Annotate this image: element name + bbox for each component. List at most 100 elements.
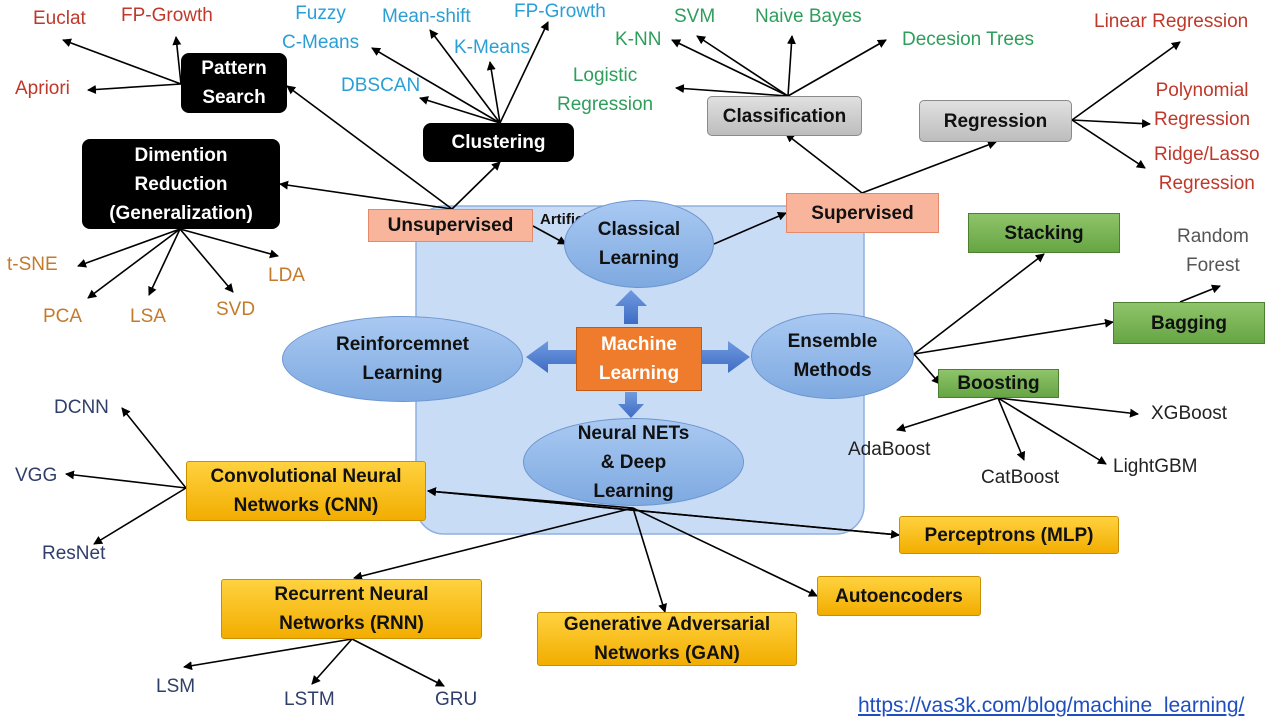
class-item-svm: SVM — [674, 6, 716, 27]
edge-dim-svd — [179, 228, 234, 293]
edge-unsupervised-pattern — [286, 85, 453, 210]
edge-class-svm — [696, 35, 789, 97]
edge-dim-lsa — [148, 228, 181, 296]
edge-rnn-lsm — [183, 638, 353, 671]
dim-item-tsne: t-SNE — [7, 254, 58, 275]
block-arrow-left — [526, 341, 576, 373]
edge-classical-unsupervised — [532, 225, 567, 245]
cluster-item-fp-growth: FP-Growth — [514, 1, 606, 22]
mlp-node[interactable]: Perceptrons (MLP) — [899, 516, 1119, 554]
edge-boost-xgboost — [997, 397, 1139, 418]
gan-node[interactable]: Generative Adversarial Networks (GAN) — [537, 612, 797, 666]
edge-cluster-fpgrowth — [499, 21, 549, 124]
edge-neural-autoencoders — [632, 507, 818, 597]
bagging-node[interactable]: Bagging — [1113, 302, 1265, 344]
class-item-naive-bayes: Naive Bayes — [755, 6, 862, 27]
reinforcement-learning-node[interactable]: Reinforcemnet Learning — [282, 316, 523, 402]
edge-boost-lightgbm — [997, 397, 1107, 465]
edge-classical-supervised — [713, 212, 787, 245]
block-arrow-right — [702, 341, 750, 373]
clustering-node[interactable]: Clustering — [423, 123, 574, 162]
edge-cluster-kmeans — [486, 61, 501, 124]
edge-dim-tsne — [77, 228, 181, 268]
edge-class-logistic — [675, 84, 789, 97]
block-arrow-up — [615, 290, 647, 324]
cnn-node[interactable]: Convolutional Neural Networks (CNN) — [186, 461, 426, 521]
edge-unsupervised-clustering — [451, 161, 501, 210]
machine-learning-node[interactable]: Machine Learning — [576, 327, 702, 391]
edge-pattern-euclat — [62, 38, 182, 85]
edge-boost-catboost — [997, 397, 1026, 461]
edge-cnn-dcnn — [121, 407, 187, 489]
dim-item-lda: LDA — [268, 265, 305, 286]
dim-item-pca: PCA — [43, 306, 83, 327]
rnn-item-lstm: LSTM — [284, 689, 335, 710]
class-item-logistic-regression: Logistic Regression — [557, 65, 654, 115]
edge-class-knn — [671, 39, 789, 97]
edge-class-dtrees — [787, 39, 887, 97]
edge-reg-linear — [1071, 41, 1181, 121]
pattern-item-euclat: Euclat — [33, 8, 86, 29]
cluster-item-dbscan: DBSCAN — [341, 75, 421, 96]
edge-ensemble-stacking — [913, 253, 1045, 355]
reg-item-ridge-lasso: Ridge/Lasso Regression — [1154, 144, 1260, 194]
cnn-item-dcnn: DCNN — [54, 397, 109, 418]
classical-learning-node[interactable]: Classical Learning — [564, 200, 714, 288]
edge-rnn-gru — [351, 638, 445, 687]
edge-pattern-fpgrowth — [172, 36, 182, 85]
edge-bagging-randomforest — [1179, 284, 1221, 303]
cnn-item-vgg: VGG — [15, 465, 58, 486]
edge-dim-lda — [179, 228, 279, 259]
class-item-knn: K-NN — [615, 29, 662, 50]
boost-item-catboost: CatBoost — [981, 467, 1060, 488]
edge-cluster-meanshift — [429, 29, 501, 124]
cluster-item-k-means: K-Means — [454, 37, 531, 58]
dim-item-svd: SVD — [216, 299, 256, 320]
pattern-item-fp-growth: FP-Growth — [121, 5, 213, 26]
edge-cluster-dbscan — [419, 96, 501, 124]
edge-ensemble-bagging — [913, 318, 1114, 355]
bagging-item-random-forest: Random Forest — [1177, 226, 1249, 276]
boost-item-lightgbm: LightGBM — [1113, 456, 1198, 477]
classification-node[interactable]: Classification — [707, 96, 862, 136]
autoencoders-node[interactable]: Autoencoders — [817, 576, 981, 616]
unsupervised-node[interactable]: Unsupervised — [368, 209, 533, 242]
edge-cluster-fuzzy — [371, 47, 501, 124]
dimension-reduction-node[interactable]: Dimention Reduction (Generalization) — [82, 139, 280, 229]
supervised-node[interactable]: Supervised — [786, 193, 939, 233]
edge-rnn-lstm — [311, 638, 353, 685]
pattern-item-apriori: Apriori — [15, 78, 70, 99]
edge-unsupervised-dimension — [279, 180, 453, 210]
class-item-decision-trees: Decesion Trees — [902, 29, 1035, 50]
edge-neural-gan — [632, 507, 667, 613]
edge-supervised-classification — [785, 133, 863, 194]
cluster-item-fuzzy-c-means: Fuzzy C-Means — [282, 3, 360, 53]
edge-ensemble-boosting — [913, 353, 941, 385]
rnn-item-lsm: LSM — [156, 676, 196, 697]
edge-boost-adaboost — [896, 397, 999, 432]
edge-class-naivebayes — [786, 35, 796, 97]
edge-pattern-apriori — [87, 83, 182, 94]
pattern-search-node[interactable]: Pattern Search — [181, 53, 287, 113]
stacking-node[interactable]: Stacking — [968, 213, 1120, 253]
boost-item-xgboost: XGBoost — [1151, 403, 1228, 424]
edge-neural-rnn — [353, 507, 634, 581]
edge-cnn-vgg — [65, 470, 187, 489]
neural-nets-node[interactable]: Neural NETs & Deep Learning — [523, 418, 744, 506]
rnn-item-gru: GRU — [435, 689, 478, 710]
cnn-item-resnet: ResNet — [42, 543, 106, 564]
ensemble-methods-node[interactable]: Ensemble Methods — [751, 313, 914, 399]
source-link[interactable]: https://vas3k.com/blog/machine_learning/ — [858, 694, 1245, 717]
reg-item-linear: Linear Regression — [1094, 11, 1249, 32]
boosting-node[interactable]: Boosting — [938, 369, 1059, 398]
rnn-node[interactable]: Recurrent Neural Networks (RNN) — [221, 579, 482, 639]
edge-supervised-regression — [861, 140, 997, 194]
reg-item-polynomial: Polynomial Regression — [1154, 80, 1251, 130]
edge-cnn-resnet — [93, 487, 187, 545]
boost-item-adaboost: AdaBoost — [848, 439, 931, 460]
edge-mlp-cnn — [427, 487, 900, 536]
block-arrow-down — [618, 392, 644, 418]
regression-node[interactable]: Regression — [919, 100, 1072, 142]
edge-reg-polynomial — [1071, 119, 1151, 129]
edge-reg-ridge — [1071, 119, 1146, 169]
